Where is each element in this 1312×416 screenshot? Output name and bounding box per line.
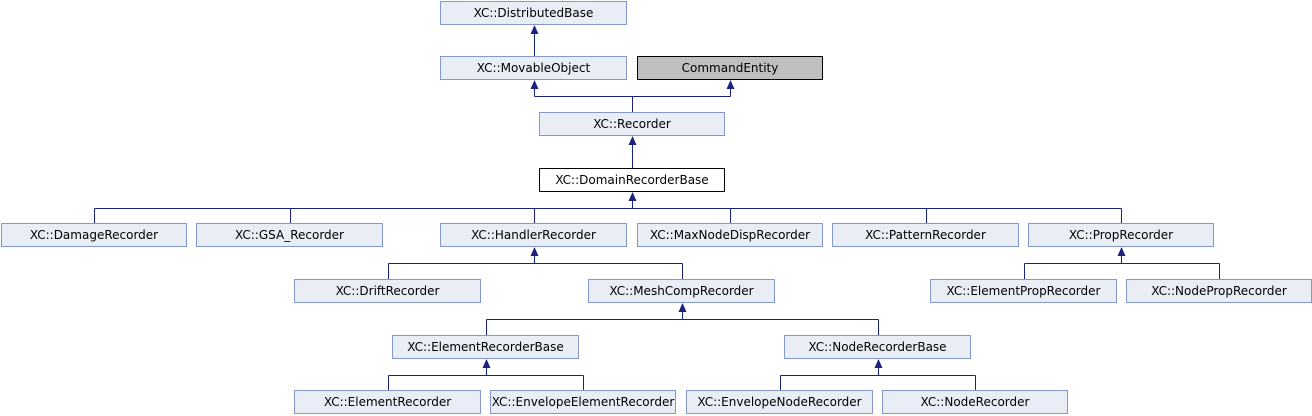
inherit-arrowhead-mesh_comp_recorder [678,303,687,312]
inherit-arrowhead-element_recorder_base [482,359,491,368]
inherit-arrowhead-recorder [628,136,637,145]
inherit-arrowhead-distributed_base [530,25,539,34]
node-recorder[interactable]: XC::Recorder [539,112,725,136]
node-command-entity[interactable]: CommandEntity [637,56,823,80]
node-element-prop-recorder[interactable]: XC::ElementPropRecorder [930,279,1117,303]
node-pattern-recorder[interactable]: XC::PatternRecorder [832,223,1019,247]
inherit-arrowhead-handler_recorder [530,247,539,256]
node-prop-recorder[interactable]: XC::PropRecorder [1028,223,1214,247]
node-node-recorder[interactable]: XC::NodeRecorder [882,390,1068,414]
node-damage-recorder[interactable]: XC::DamageRecorder [1,223,187,247]
inherit-arrowhead-domain_recorder_base [628,192,637,201]
node-node-recorder-base[interactable]: XC::NodeRecorderBase [784,335,971,359]
node-element-recorder[interactable]: XC::ElementRecorder [294,390,481,414]
node-mesh-comp-recorder[interactable]: XC::MeshCompRecorder [588,279,775,303]
node-node-prop-recorder[interactable]: XC::NodePropRecorder [1126,279,1312,303]
node-movable-object[interactable]: XC::MovableObject [440,56,627,80]
node-domain-recorder-base: XC::DomainRecorderBase [539,168,725,192]
inherit-arrowhead-prop_recorder [1117,247,1126,256]
node-handler-recorder[interactable]: XC::HandlerRecorder [440,223,627,247]
node-drift-recorder[interactable]: XC::DriftRecorder [294,279,481,303]
inherit-arrowhead-movable_object [530,80,539,89]
inherit-arrowhead-node_recorder_base [874,359,883,368]
node-max-node-disp-recorder[interactable]: XC::MaxNodeDispRecorder [637,223,823,247]
node-element-recorder-base[interactable]: XC::ElementRecorderBase [392,335,579,359]
node-envelope-element-recorder[interactable]: XC::EnvelopeElementRecorder [490,390,676,414]
inherit-arrowhead-command_entity [726,80,735,89]
node-envelope-node-recorder[interactable]: XC::EnvelopeNodeRecorder [686,390,873,414]
node-distributed-base[interactable]: XC::DistributedBase [440,1,627,25]
node-gsa-recorder[interactable]: XC::GSA_Recorder [196,223,383,247]
